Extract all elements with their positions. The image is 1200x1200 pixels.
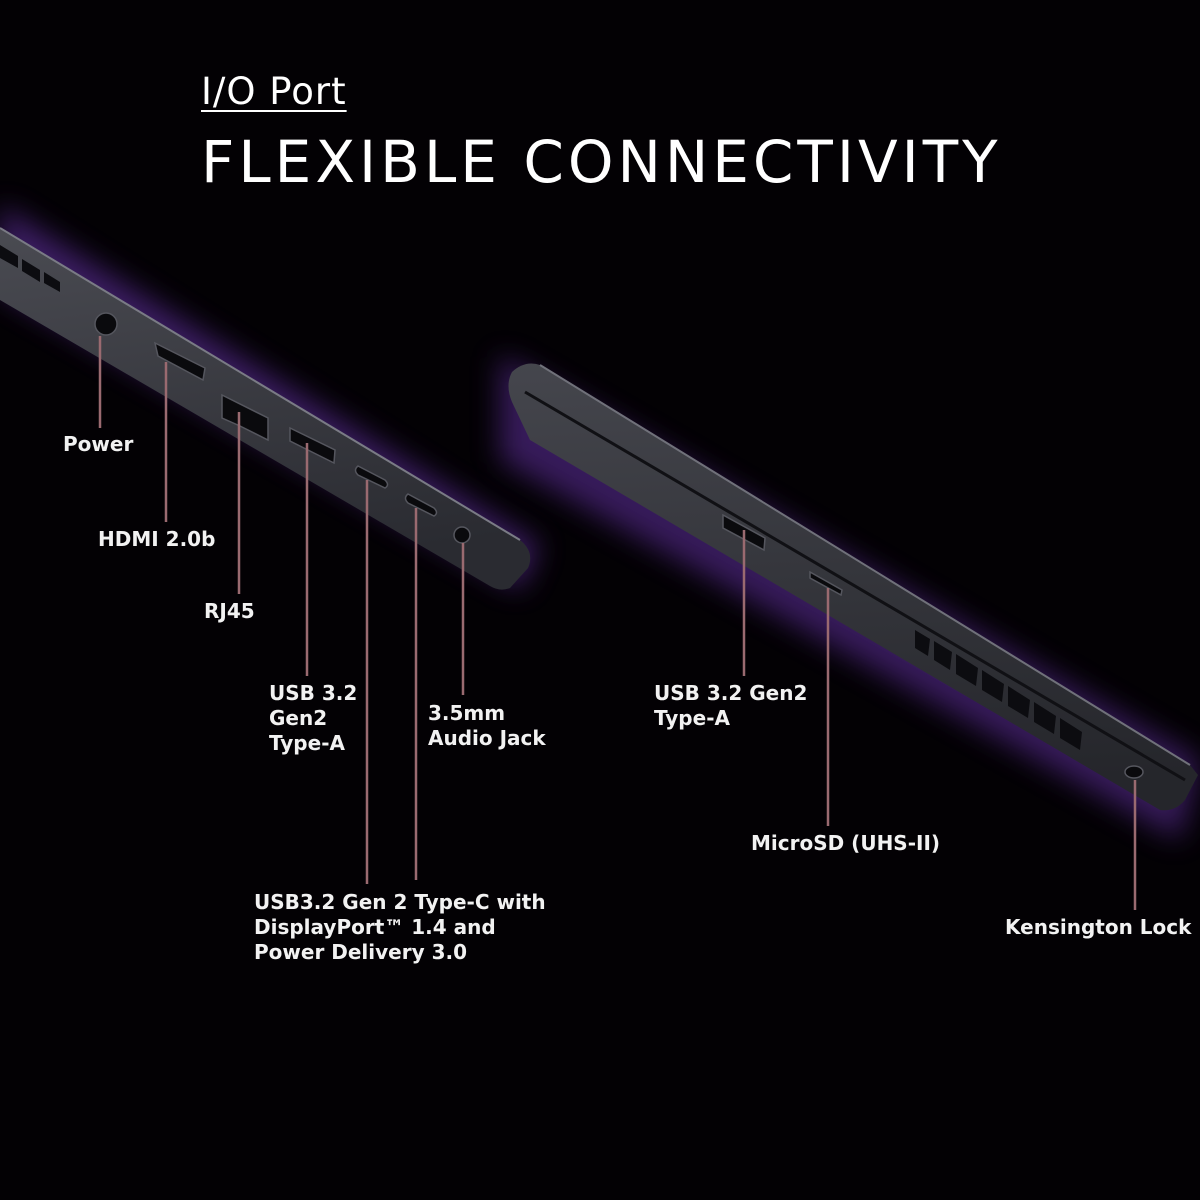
label-power: Power	[63, 432, 134, 456]
label-usb-c-line: USB3.2 Gen 2 Type-C with	[254, 890, 546, 914]
label-right-usb-a-line: Type-A	[654, 706, 730, 730]
label-right-usb-a-line: USB 3.2 Gen2	[654, 681, 808, 705]
label-kensington: Kensington Lock	[1005, 915, 1192, 939]
rj45-port	[221, 393, 269, 442]
leader-lines	[98, 336, 1137, 910]
label-usb-a-line: Type-A	[269, 731, 345, 755]
label-usb-c-line: Power Delivery 3.0	[254, 940, 468, 964]
label-audio-line: 3.5mm	[428, 701, 506, 725]
right-laptop-lid-line	[524, 390, 1186, 782]
usb-c-port-1	[354, 465, 389, 489]
hdmi-port	[153, 341, 206, 382]
right-laptop	[500, 355, 1200, 840]
left-laptop-body	[0, 228, 531, 590]
label-audio-jack: 3.5mm Audio Jack	[428, 701, 546, 751]
label-rj45: RJ45	[204, 599, 255, 623]
kensington-slot	[1124, 765, 1144, 779]
right-laptop-edge	[539, 364, 1191, 766]
right-laptop-body	[508, 363, 1198, 811]
power-port	[94, 312, 118, 336]
left-ports	[94, 312, 471, 544]
label-usb-a-line: Gen2	[269, 706, 328, 730]
label-hdmi: HDMI 2.0b	[98, 527, 216, 551]
label-right-usb-a: USB 3.2 Gen2 Type-A	[654, 681, 807, 731]
audio-port	[453, 526, 471, 544]
page-title: FLEXIBLE CONNECTIVITY	[201, 128, 1002, 196]
microsd-slot	[809, 570, 843, 597]
right-vents	[915, 630, 1082, 750]
section-subtitle: I/O Port	[201, 70, 347, 113]
label-audio-line: Audio Jack	[428, 726, 546, 750]
label-usb-a-line: USB 3.2	[269, 681, 358, 705]
label-usb-a: USB 3.2 Gen2 Type-A	[269, 681, 357, 756]
left-vents	[0, 245, 60, 292]
usb-c-port-2	[404, 493, 438, 517]
label-usb-c-line: DisplayPort™ 1.4 and	[254, 915, 496, 939]
usb-a-port	[289, 426, 336, 465]
label-usb-c: USB3.2 Gen 2 Type-C with DisplayPort™ 1.…	[254, 890, 546, 965]
left-laptop-edge	[0, 227, 521, 541]
label-microsd: MicroSD (UHS-II)	[751, 831, 941, 855]
left-laptop	[0, 205, 540, 590]
